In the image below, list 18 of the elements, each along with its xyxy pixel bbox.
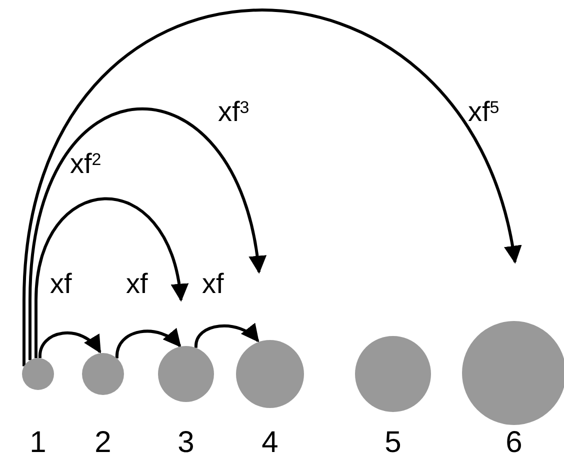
curved-arrow	[38, 332, 102, 358]
edge-label: xf	[126, 270, 148, 298]
number-label: 4	[262, 428, 278, 458]
number-label: 5	[384, 428, 402, 458]
number-label: 3	[178, 428, 194, 458]
edge-label: xf$^{3}$	[218, 98, 250, 126]
curved-arrow	[116, 328, 182, 358]
curved-arrow	[22, 9, 520, 366]
edge-label: xf	[202, 270, 224, 298]
number-label: 2	[94, 428, 112, 458]
edge-label: xf$^{5}$	[468, 98, 500, 126]
edge-label: xf$^{2}$	[70, 150, 102, 178]
edge-label: xf	[50, 270, 72, 298]
curved-arrow	[28, 108, 266, 360]
curved-arrow	[34, 197, 188, 358]
number-label: 1	[30, 428, 46, 458]
number-label: 6	[506, 428, 522, 458]
curved-arrow	[194, 323, 260, 348]
